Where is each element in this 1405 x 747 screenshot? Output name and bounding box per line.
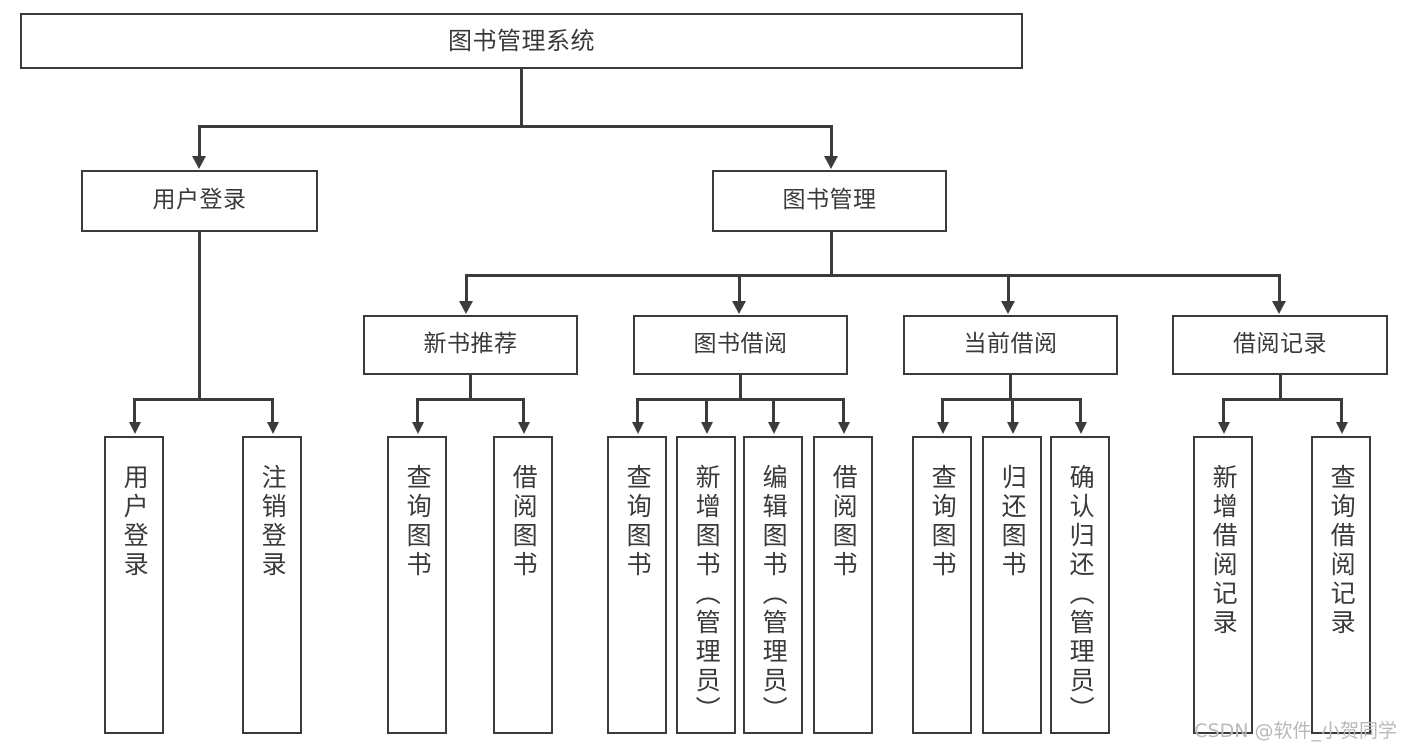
node-label: 查询图书	[623, 464, 653, 580]
arrowhead-to-user-login	[192, 156, 206, 169]
node-label: 查询借阅记录	[1327, 464, 1357, 638]
node-borrow-record[interactable]: 借阅记录	[1172, 315, 1388, 375]
arrowhead-leaf-cb-return-book	[1007, 422, 1019, 434]
connector-book-borrow-drop-1	[636, 398, 639, 424]
leaf-bb-add-book[interactable]: 新增图书（管理员）	[676, 436, 736, 734]
node-label: 借阅图书	[509, 464, 539, 580]
node-book-borrow[interactable]: 图书借阅	[633, 315, 848, 375]
connector-root-stem	[520, 69, 523, 126]
connector-user-login-stem	[198, 232, 201, 400]
connector-borrow-record-stem	[1279, 375, 1282, 400]
leaf-rec-query-book[interactable]: 查询图书	[387, 436, 447, 734]
arrowhead-leaf-bb-edit-book	[768, 422, 780, 434]
connector-book-manage-drop-3	[1007, 274, 1010, 303]
node-label: 借阅记录	[1233, 331, 1327, 358]
node-label: 注销登录	[258, 464, 288, 580]
node-label: 编辑图书（管理员）	[759, 464, 789, 725]
connector-book-manage-drop-2	[738, 274, 741, 303]
leaf-cb-query-book[interactable]: 查询图书	[912, 436, 972, 734]
node-user-login[interactable]: 用户登录	[81, 170, 318, 232]
connector-user-login-bus	[133, 398, 273, 401]
arrowhead-leaf-cb-confirm-return	[1075, 422, 1087, 434]
connector-root-to-book-manage	[830, 125, 833, 158]
connector-book-borrow-bus	[636, 398, 844, 401]
arrowhead-leaf-bb-add-book	[701, 422, 713, 434]
connector-new-book-rec-drop-1	[416, 398, 419, 424]
leaf-br-add-record[interactable]: 新增借阅记录	[1193, 436, 1253, 734]
node-label: 新增借阅记录	[1209, 464, 1239, 638]
connector-book-manage-bus	[465, 274, 1280, 277]
connector-current-borrow-drop-3	[1079, 398, 1082, 424]
connector-current-borrow-stem	[1009, 375, 1012, 400]
connector-user-login-drop-2	[271, 398, 274, 424]
arrowhead-to-borrow-record	[1272, 301, 1286, 314]
node-label: 新书推荐	[423, 331, 518, 358]
connector-user-login-drop-1	[133, 398, 136, 424]
arrowhead-to-book-borrow	[732, 301, 746, 314]
connector-root-bus	[198, 125, 832, 128]
node-book-management[interactable]: 图书管理	[712, 170, 947, 232]
node-label: 归还图书	[998, 464, 1028, 580]
leaf-bb-query-book[interactable]: 查询图书	[607, 436, 667, 734]
arrowhead-to-book-manage	[824, 156, 838, 169]
connector-new-book-rec-bus	[416, 398, 524, 401]
node-label: 借阅图书	[829, 464, 859, 580]
node-label: 查询图书	[403, 464, 433, 580]
connector-borrow-record-drop-1	[1222, 398, 1225, 424]
arrowhead-leaf-rec-query-book	[412, 422, 424, 434]
node-current-borrow[interactable]: 当前借阅	[903, 315, 1118, 375]
node-label: 当前借阅	[963, 331, 1058, 358]
connector-book-manage-drop-4	[1278, 274, 1281, 303]
leaf-cb-confirm-return[interactable]: 确认归还（管理员）	[1050, 436, 1110, 734]
leaf-bb-borrow-book[interactable]: 借阅图书	[813, 436, 873, 734]
node-label: 用户登录	[152, 187, 247, 214]
leaf-br-query-record[interactable]: 查询借阅记录	[1311, 436, 1371, 734]
leaf-user-logout[interactable]: 注销登录	[242, 436, 302, 734]
node-label: 用户登录	[120, 464, 150, 580]
arrowhead-leaf-rec-borrow-book	[518, 422, 530, 434]
arrowhead-leaf-br-query-record	[1336, 422, 1348, 434]
connector-book-borrow-drop-4	[842, 398, 845, 424]
arrowhead-leaf-br-add-record	[1218, 422, 1230, 434]
arrowhead-leaf-cb-query-book	[937, 422, 949, 434]
arrowhead-leaf-bb-borrow-book	[838, 422, 850, 434]
node-label: 查询图书	[928, 464, 958, 580]
arrowhead-leaf-bb-query-book	[632, 422, 644, 434]
connector-root-to-user-login	[198, 125, 201, 158]
connector-new-book-rec-drop-2	[522, 398, 525, 424]
arrowhead-to-current-borrow	[1001, 301, 1015, 314]
node-label: 图书借阅	[693, 331, 788, 358]
connector-borrow-record-bus	[1222, 398, 1342, 401]
leaf-rec-borrow-book[interactable]: 借阅图书	[493, 436, 553, 734]
connector-book-borrow-drop-2	[705, 398, 708, 424]
connector-book-borrow-stem	[739, 375, 742, 400]
connector-current-borrow-drop-1	[941, 398, 944, 424]
node-label: 图书管理	[782, 187, 877, 214]
node-label: 图书管理系统	[448, 26, 595, 55]
node-label: 新增图书（管理员）	[692, 464, 722, 725]
connector-book-borrow-drop-3	[772, 398, 775, 424]
arrowhead-leaf-user-logout	[267, 422, 279, 434]
connector-new-book-rec-stem	[469, 375, 472, 400]
connector-borrow-record-drop-2	[1340, 398, 1343, 424]
connector-book-manage-drop-1	[465, 274, 468, 303]
arrowhead-to-new-book-rec	[459, 301, 473, 314]
leaf-cb-return-book[interactable]: 归还图书	[982, 436, 1042, 734]
node-label: 确认归还（管理员）	[1066, 464, 1096, 725]
leaf-user-login-do[interactable]: 用户登录	[104, 436, 164, 734]
node-root-book-management-system[interactable]: 图书管理系统	[20, 13, 1023, 69]
node-new-book-recommendation[interactable]: 新书推荐	[363, 315, 578, 375]
connector-current-borrow-drop-2	[1011, 398, 1014, 424]
connector-book-manage-stem	[830, 232, 833, 276]
arrowhead-leaf-user-login-do	[129, 422, 141, 434]
leaf-bb-edit-book[interactable]: 编辑图书（管理员）	[743, 436, 803, 734]
